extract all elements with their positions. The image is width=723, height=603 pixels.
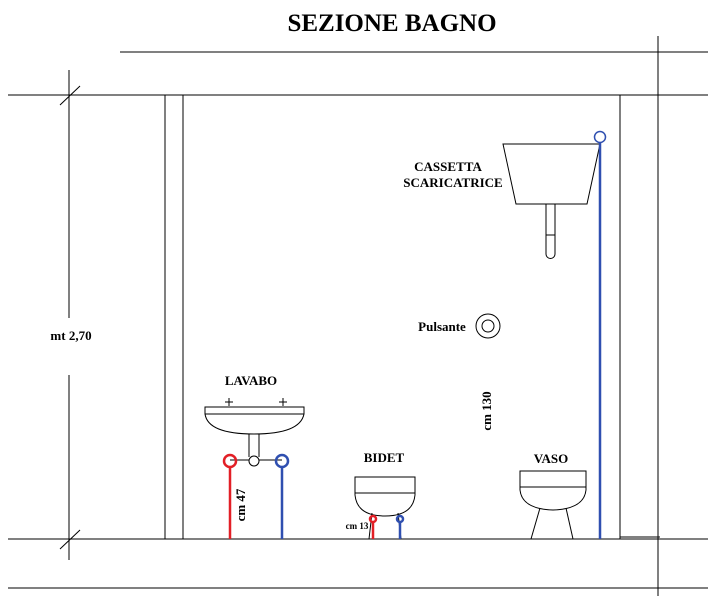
bidet-hot-pipe — [368, 514, 378, 539]
right-wall — [619, 36, 660, 596]
washbasin-cold-pipe — [274, 453, 290, 539]
height-130-label: cm 130 — [479, 391, 494, 430]
height-dimension — [59, 70, 81, 560]
wc-label: VASO — [534, 451, 568, 466]
drawing-title: SEZIONE BAGNO — [287, 10, 496, 37]
washbasin-label: LAVABO — [225, 373, 277, 388]
flush-cistern — [502, 143, 601, 259]
left-wall — [164, 95, 184, 539]
bidet-label: BIDET — [364, 450, 405, 465]
flush-button — [475, 313, 501, 339]
wall-height-label: mt 2,70 — [50, 328, 91, 343]
height-47-label: cm 47 — [233, 488, 248, 521]
floor-slab — [8, 538, 708, 589]
washbasin-hot-pipe — [222, 453, 238, 539]
bidet-cold-pipe — [395, 514, 405, 539]
height-13-label: cm 13 — [346, 521, 369, 531]
washbasin — [204, 398, 305, 467]
cistern-label-line1: CASSETTA — [414, 159, 482, 174]
cistern-label-line2: SCARICATRICE — [403, 175, 502, 190]
flush-button-label: Pulsante — [418, 319, 466, 334]
cistern-supply-pipe — [593, 130, 607, 539]
wc — [519, 470, 587, 540]
ceiling-slab — [8, 51, 708, 96]
